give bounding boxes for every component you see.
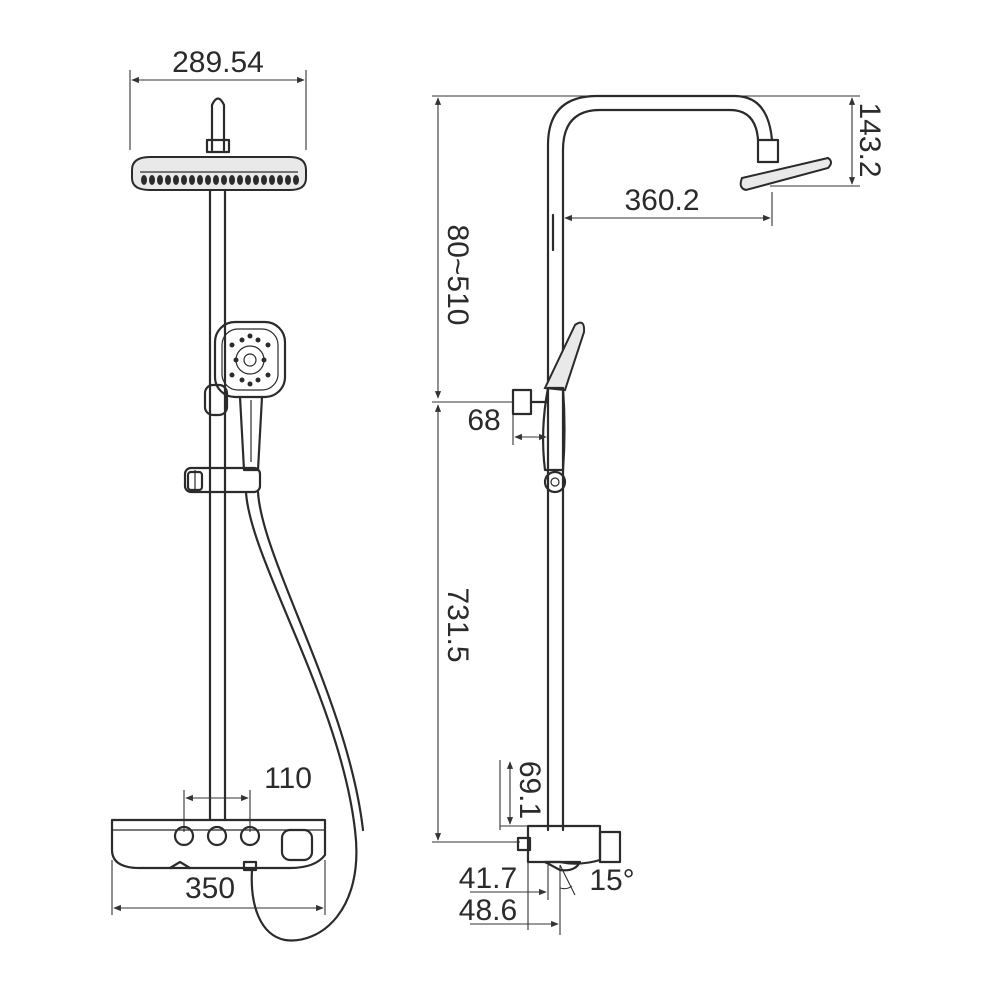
dim-body-width-label: 350 bbox=[185, 872, 235, 905]
dim-knob-spacing: 110 bbox=[183, 762, 312, 832]
nozzle-dot bbox=[245, 175, 251, 185]
side-view: 143.2 360.2 80~510 bbox=[432, 94, 886, 935]
nozzle-dot bbox=[265, 342, 271, 348]
dim-tilt-angle-label: 15° bbox=[589, 864, 634, 897]
nozzle-dot bbox=[261, 357, 267, 363]
dim-depth-b-label: 48.6 bbox=[459, 894, 517, 927]
nozzle-dot bbox=[197, 175, 203, 185]
hose bbox=[244, 490, 365, 942]
nozzle-dot bbox=[247, 381, 253, 387]
nozzle-dot bbox=[255, 377, 261, 383]
nozzle-dot bbox=[269, 175, 275, 185]
nozzle-dot bbox=[247, 333, 253, 339]
nozzle-dot bbox=[141, 175, 147, 185]
nozzle-dot bbox=[261, 175, 267, 185]
nozzle-dot bbox=[189, 175, 195, 185]
nozzle-dot bbox=[181, 175, 187, 185]
dim-body-width: 350 bbox=[111, 860, 326, 915]
nozzle-dot bbox=[237, 175, 243, 185]
nozzle-dot bbox=[239, 337, 245, 343]
nozzle-dot bbox=[285, 175, 291, 185]
hand-shower-side bbox=[511, 321, 586, 494]
nozzle-dot bbox=[277, 175, 283, 185]
slide-holder-front bbox=[183, 383, 262, 494]
dim-outlet-height-label: 69.1 bbox=[513, 761, 546, 819]
head-nozzles bbox=[141, 175, 299, 185]
nozzle-dot bbox=[221, 175, 227, 185]
nozzle-dot bbox=[165, 175, 171, 185]
dim-riser-height: 731.5 bbox=[432, 404, 520, 843]
dim-depths: 41.7 48.6 15° bbox=[459, 862, 635, 935]
front-view: 289.54 bbox=[110, 46, 365, 942]
dim-head-width: 289.54 bbox=[129, 46, 307, 150]
hand-nozzles bbox=[229, 333, 271, 387]
dim-arm-reach-label: 360.2 bbox=[624, 184, 699, 217]
nozzle-dot bbox=[229, 372, 235, 378]
nozzle-dot bbox=[205, 175, 211, 185]
dim-arm-reach: 360.2 bbox=[564, 184, 773, 226]
nozzle-dot bbox=[149, 175, 155, 185]
dim-holder-offset: 68 bbox=[432, 401, 549, 445]
nozzle-dot bbox=[253, 175, 259, 185]
nozzle-dot bbox=[213, 175, 219, 185]
dim-head-drop: 143.2 bbox=[848, 97, 886, 185]
nozzle-dot bbox=[293, 175, 299, 185]
side-riser-pipe bbox=[546, 94, 774, 832]
dim-head-drop-label: 143.2 bbox=[853, 102, 886, 177]
nozzle-dot bbox=[173, 175, 179, 185]
nozzle-dot bbox=[239, 377, 245, 383]
dim-depth-a-label: 41.7 bbox=[459, 862, 517, 895]
dim-riser-height-label: 731.5 bbox=[441, 587, 474, 662]
dim-outlet-height: 69.1 bbox=[499, 760, 546, 830]
dim-head-width-label: 289.54 bbox=[172, 46, 264, 79]
overhead-shower-head bbox=[131, 97, 307, 191]
front-riser-pipe bbox=[208, 188, 227, 822]
mixer-body-front bbox=[110, 818, 327, 872]
dim-knob-spacing-label: 110 bbox=[264, 762, 312, 795]
nozzle-dot bbox=[233, 357, 239, 363]
dim-slide-range: 80~510 bbox=[434, 97, 474, 399]
nozzle-dot bbox=[229, 175, 235, 185]
nozzle-dot bbox=[265, 372, 271, 378]
nozzle-dot bbox=[229, 342, 235, 348]
dim-holder-offset-label: 68 bbox=[467, 404, 500, 437]
dim-slide-range-label: 80~510 bbox=[441, 225, 474, 326]
nozzle-dot bbox=[157, 175, 163, 185]
hand-shower-front bbox=[213, 320, 287, 472]
overhead-head-side bbox=[739, 138, 832, 192]
nozzle-dot bbox=[255, 337, 261, 343]
